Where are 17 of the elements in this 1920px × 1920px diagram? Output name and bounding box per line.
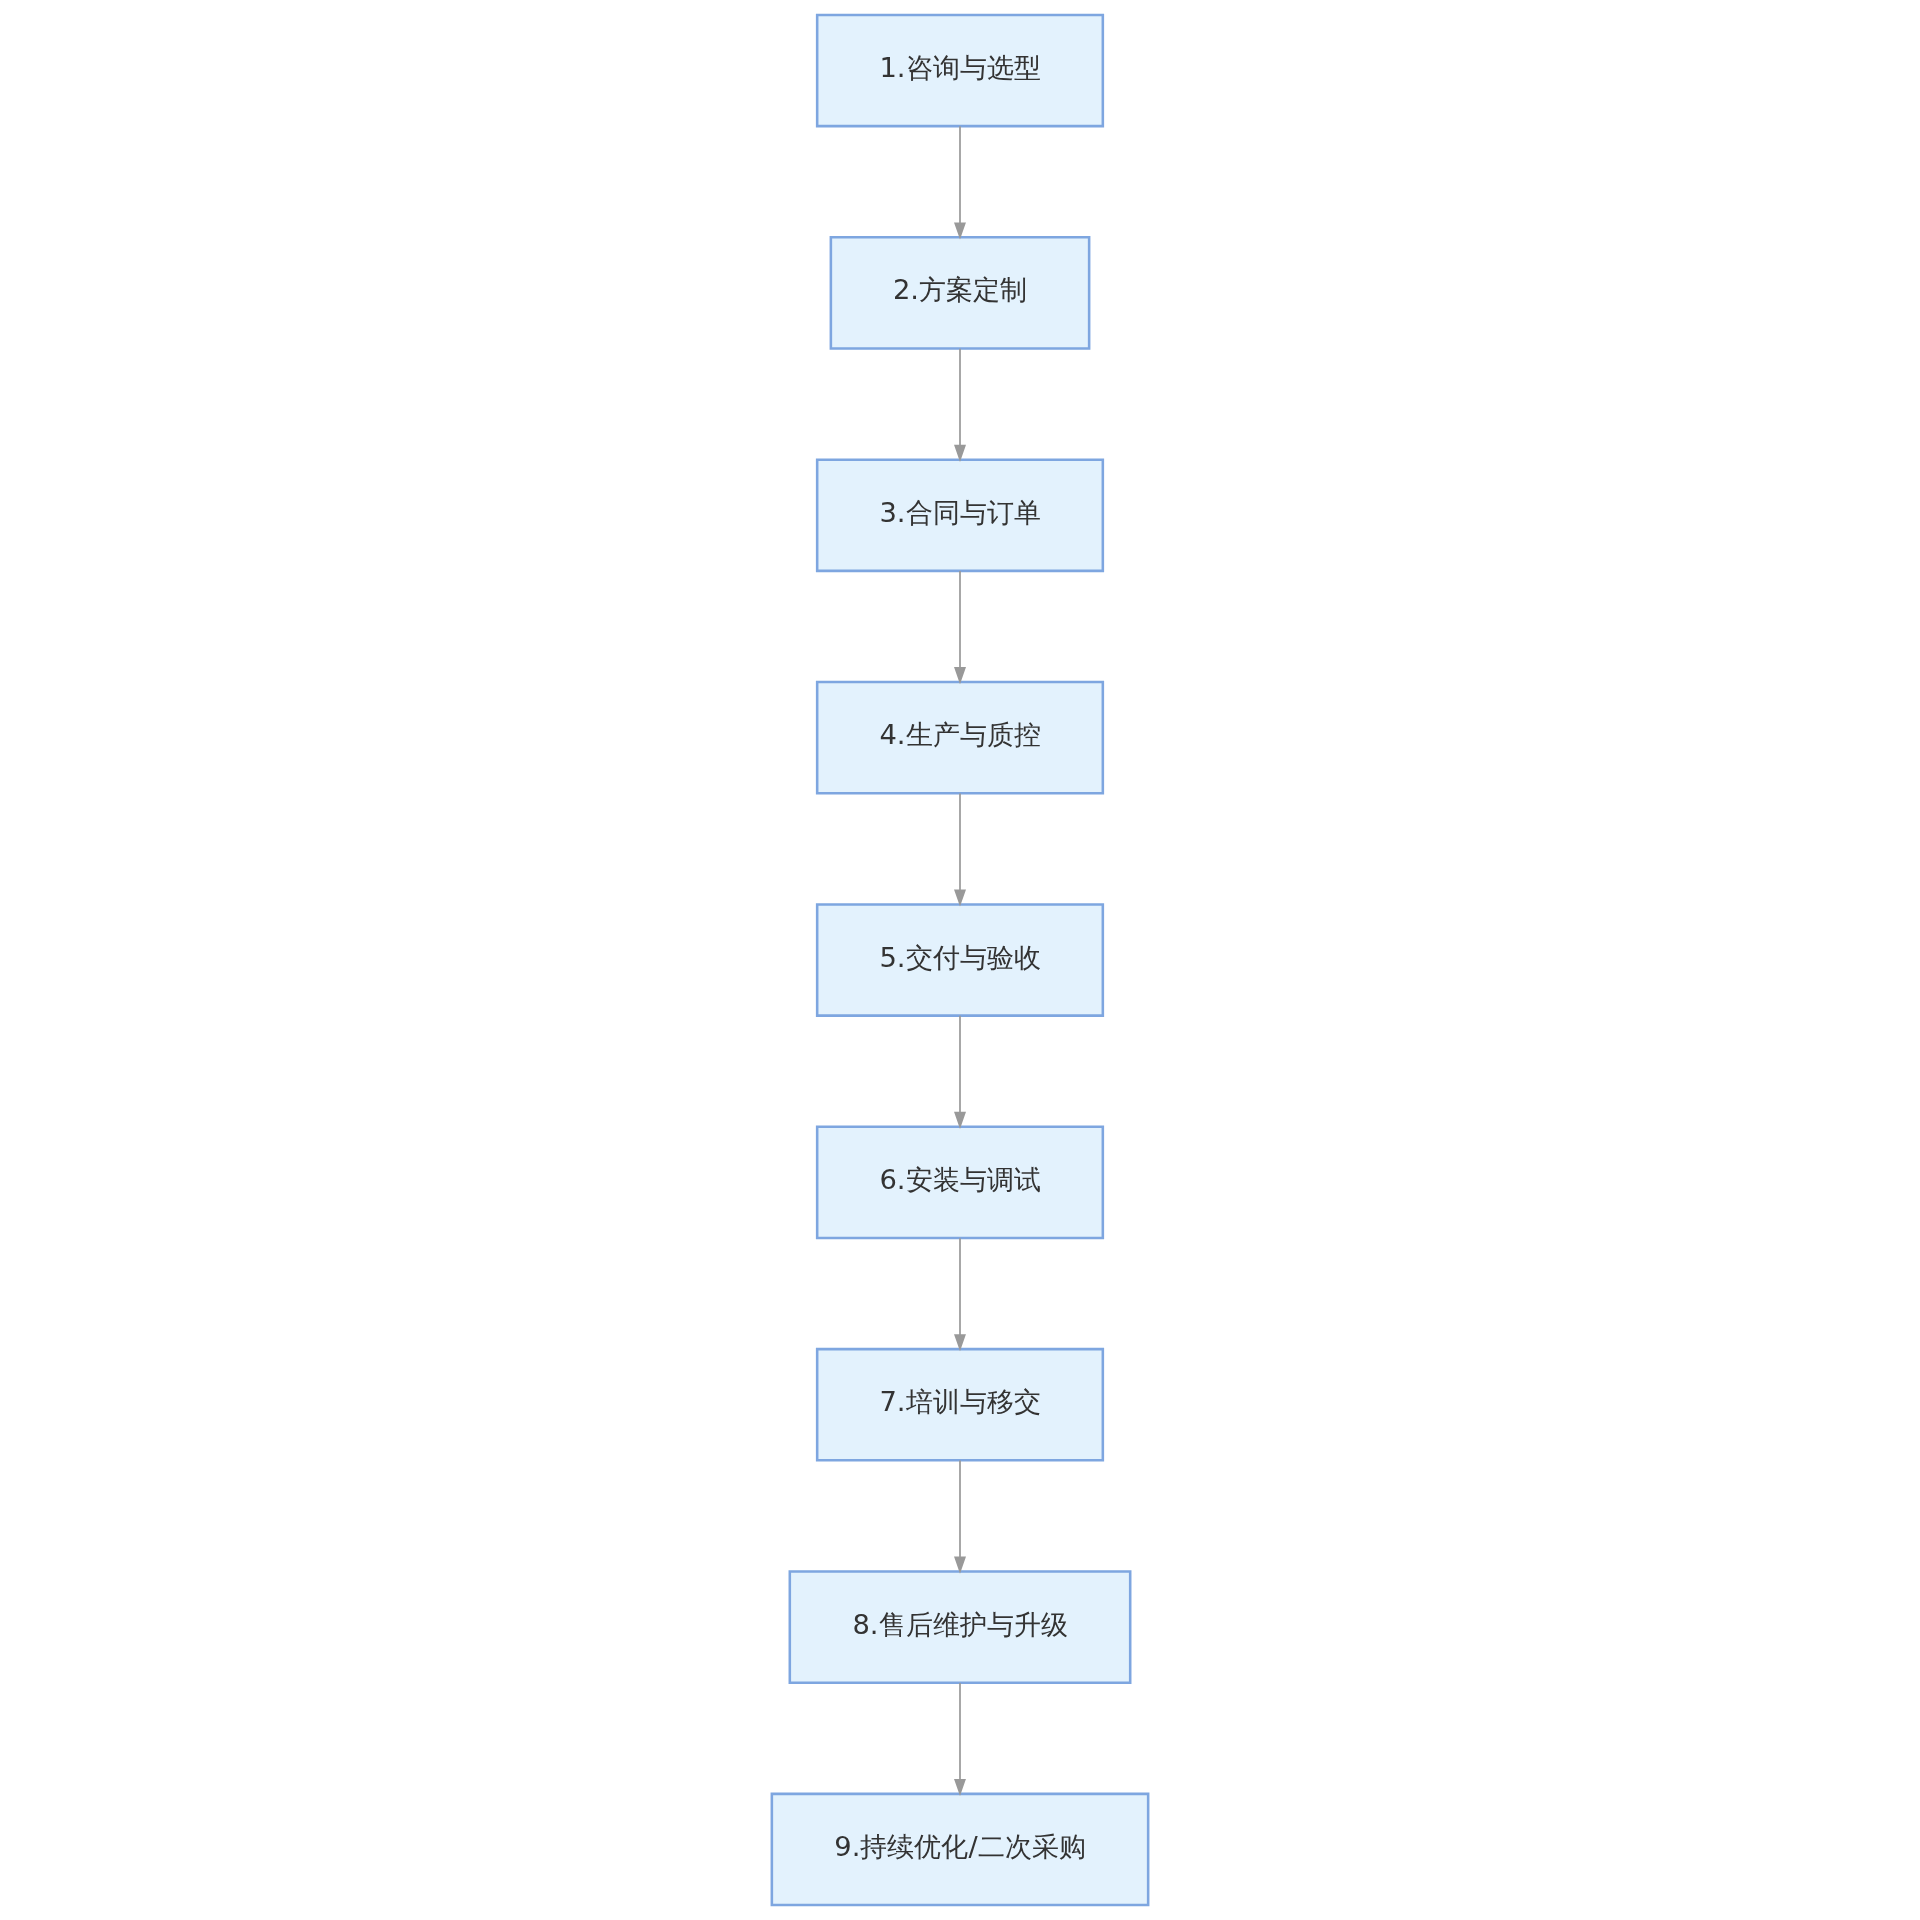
arrow — [954, 347, 966, 462]
node-box: 3.合同与订单 — [815, 458, 1105, 573]
node-box: 5.交付与验收 — [815, 903, 1105, 1017]
arrow — [954, 1014, 966, 1129]
node-box: 4.生产与质控 — [815, 680, 1105, 795]
node-box: 7.培训与移交 — [815, 1347, 1105, 1462]
arrow — [954, 570, 966, 685]
arrow — [954, 125, 966, 240]
node-box: 8.售后维护与升级 — [788, 1570, 1132, 1684]
arrow — [954, 1237, 966, 1352]
node-box: 9.持续优化/二次采购 — [770, 1792, 1150, 1907]
node-box: 6.安装与调试 — [815, 1125, 1105, 1240]
arrow — [954, 792, 966, 907]
node-box: 2.方案定制 — [829, 236, 1091, 350]
node-box: 1.咨询与选型 — [815, 13, 1105, 128]
arrow — [954, 1682, 966, 1797]
arrow — [954, 1459, 966, 1574]
